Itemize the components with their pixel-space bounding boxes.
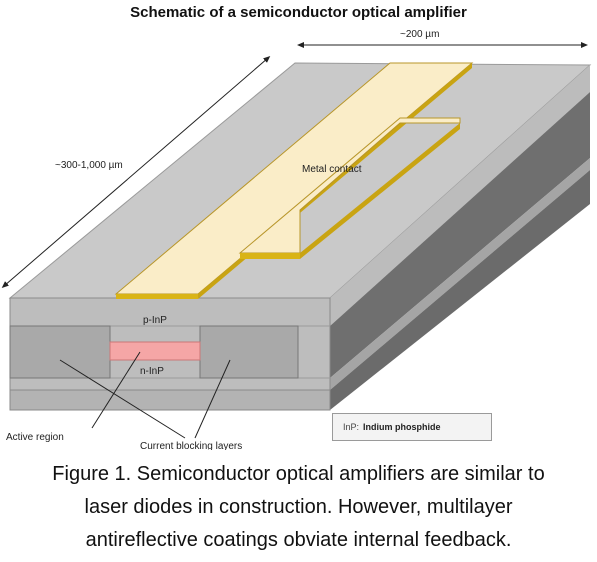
side-layer-4 bbox=[330, 170, 590, 410]
active-region-label: Active region bbox=[6, 432, 64, 443]
p-inp-label: p-InP bbox=[143, 315, 167, 326]
diagram-title: Schematic of a semiconductor optical amp… bbox=[130, 4, 467, 21]
length-dimension-label: ~300-1,000 µm bbox=[55, 160, 123, 171]
metal-contact-label: Metal contact bbox=[302, 164, 362, 175]
n-inp-label: n-InP bbox=[140, 366, 164, 377]
legend-abbr: InP: bbox=[343, 422, 360, 432]
active-region-leader bbox=[91, 351, 141, 429]
current-blocking-label: Current blocking layers bbox=[140, 441, 242, 450]
length-dimension-arrow bbox=[1, 56, 271, 288]
front-base-layer bbox=[9, 389, 331, 411]
blocking-leader-right bbox=[194, 359, 231, 439]
side-layer-1 bbox=[330, 65, 590, 326]
legend-text: Indium phosphide bbox=[363, 422, 441, 432]
active-region bbox=[109, 341, 201, 361]
caption-line-1: Figure 1. Semiconductor optical amplifie… bbox=[52, 463, 545, 485]
width-dimension-label: ~200 µm bbox=[400, 29, 439, 40]
caption-line-3: antireflective coatings obviate internal… bbox=[85, 529, 512, 551]
figure-caption: Figure 1. Semiconductor optical amplifie… bbox=[0, 458, 597, 557]
current-blocking-right bbox=[199, 325, 299, 379]
side-layer-3 bbox=[330, 158, 590, 390]
caption-line-2: laser diodes in construction. However, m… bbox=[84, 496, 513, 518]
current-blocking-left bbox=[9, 325, 111, 379]
soa-schematic: ~200 µm ~300-1,000 µm Metal contact p-In… bbox=[1, 29, 592, 450]
blocking-leader-left bbox=[59, 359, 186, 439]
legend-box: InP: Indium phosphide bbox=[332, 413, 492, 441]
metal-contact-pad bbox=[238, 117, 461, 254]
side-layer-2 bbox=[330, 92, 590, 378]
metal-contact-stripe-edge bbox=[116, 294, 198, 299]
